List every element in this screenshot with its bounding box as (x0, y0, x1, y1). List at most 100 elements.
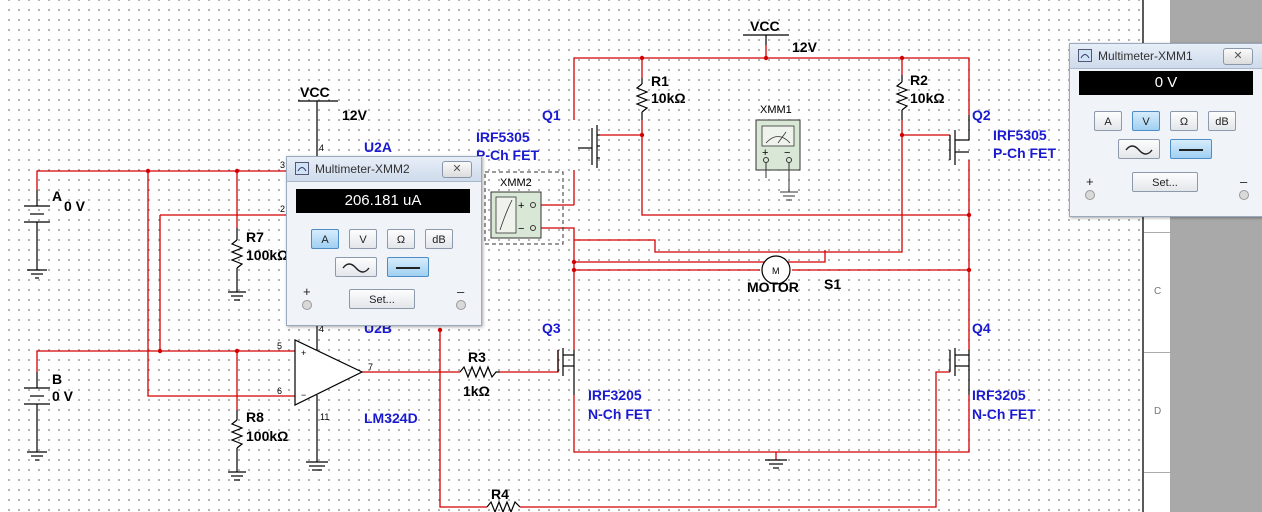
xmm2-label: XMM2 (500, 177, 532, 189)
ohmmeter-mode-button[interactable]: Ω (387, 229, 415, 249)
voltmeter-mode-button[interactable]: V (349, 229, 377, 249)
q2-name: Q2 (972, 107, 991, 123)
pin-3: 3 (280, 160, 285, 170)
r3-value: 1kΩ (463, 383, 490, 399)
source-a-value: 0 V (64, 198, 86, 214)
mosfet-q2-symbol[interactable] (949, 115, 970, 165)
mosfet-q1-symbol[interactable] (578, 125, 600, 168)
decibel-mode-button[interactable]: dB (425, 229, 453, 249)
opamp-plus-sign: + (301, 348, 306, 358)
r3-name: R3 (468, 349, 486, 365)
dc-mode-button[interactable] (387, 257, 429, 277)
minus-terminal-icon[interactable] (1239, 190, 1249, 200)
multimeter-icon (295, 162, 309, 175)
battery-b-symbol[interactable] (24, 372, 50, 461)
q1-name: Q1 (542, 107, 561, 123)
close-icon[interactable]: ✕ (1223, 48, 1253, 65)
settings-button[interactable]: Set... (1132, 172, 1198, 192)
resistor-r7-symbol[interactable] (228, 228, 246, 301)
opamp-part-label: LM324D (364, 410, 418, 426)
q2-type: P-Ch FET (993, 145, 1056, 161)
sine-wave-icon (342, 263, 370, 273)
zone-label-d: D (1154, 406, 1162, 417)
multimeter-xmm1-titlebar[interactable]: Multimeter-XMM1 ✕ (1070, 44, 1262, 69)
q1-type: P-Ch FET (476, 147, 539, 163)
ground-bottom-symbol (765, 459, 787, 469)
motor-symbol[interactable]: M (761, 255, 791, 285)
multimeter-xmm2-titlebar[interactable]: Multimeter-XMM2 ✕ (287, 157, 481, 182)
plus-terminal-label: + (1086, 174, 1094, 189)
junction-dots (145, 55, 972, 354)
dc-line-icon (396, 267, 420, 269)
u2a-label: U2A (364, 139, 392, 155)
r7-name: R7 (246, 229, 264, 245)
schematic-canvas[interactable]: A 0 V B 0 V R7 100kΩ R8 100kΩ VCC 12V U2… (0, 0, 1142, 512)
minus-terminal-label: – (1240, 174, 1248, 189)
dc-line-icon (1179, 149, 1203, 151)
switch-s1-label: S1 (824, 276, 841, 292)
mosfet-q3-symbol[interactable] (557, 348, 575, 395)
settings-button[interactable]: Set... (349, 289, 415, 309)
resistor-r4-symbol[interactable] (486, 500, 521, 512)
ac-mode-button[interactable] (335, 257, 377, 277)
dc-mode-button[interactable] (1170, 139, 1212, 159)
multimeter-xmm2-display: 206.181 uA (296, 189, 470, 213)
zone-label-c: C (1154, 286, 1162, 297)
r4-name: R4 (491, 486, 509, 502)
mosfet-q4-symbol[interactable] (949, 348, 970, 395)
vcc-left-symbol[interactable] (298, 100, 338, 160)
multimeter-icon (1078, 49, 1092, 62)
r2-value: 10kΩ (910, 90, 945, 106)
decibel-mode-button[interactable]: dB (1208, 111, 1236, 131)
vcc-top-symbol[interactable] (743, 34, 789, 45)
schematic-drawing[interactable]: A 0 V B 0 V R7 100kΩ R8 100kΩ VCC 12V U2… (0, 0, 1142, 512)
vcc-top-label: VCC (750, 18, 780, 34)
ammeter-mode-button[interactable]: A (1094, 111, 1122, 131)
xmm1-instrument-symbol[interactable] (755, 119, 801, 201)
ohmmeter-mode-button[interactable]: Ω (1170, 111, 1198, 131)
wire-a-top (36, 170, 290, 190)
opamp-u2b-symbol[interactable] (294, 325, 364, 471)
motor-label: MOTOR (747, 279, 799, 295)
q4-part: IRF3205 (972, 387, 1026, 403)
motor-m-symbol: M (772, 266, 780, 276)
voltmeter-mode-button[interactable]: V (1132, 111, 1160, 131)
q4-name: Q4 (972, 320, 991, 336)
multimeter-xmm1-window[interactable]: Multimeter-XMM1 ✕ 0 V A V Ω dB + Set... … (1069, 43, 1262, 217)
resistor-r3-symbol[interactable] (459, 365, 500, 379)
r8-value: 100kΩ (246, 428, 288, 444)
close-icon[interactable]: ✕ (442, 161, 472, 178)
resistor-r8-symbol[interactable] (228, 410, 246, 481)
pin-6: 6 (277, 386, 282, 396)
battery-a-symbol[interactable] (24, 190, 50, 279)
minus-terminal-label: – (457, 284, 465, 299)
xmm2-instrument-symbol[interactable] (484, 171, 564, 245)
wires[interactable] (36, 45, 970, 508)
multimeter-xmm1-title: Multimeter-XMM1 (1098, 49, 1193, 63)
source-b-name: B (52, 371, 62, 387)
r8-name: R8 (246, 409, 264, 425)
q1-part: IRF5305 (476, 129, 530, 145)
multimeter-xmm2-window[interactable]: Multimeter-XMM2 ✕ 206.181 uA A V Ω dB + … (286, 156, 482, 326)
multimeter-xmm2-title: Multimeter-XMM2 (315, 162, 410, 176)
xmm1-minus: − (784, 147, 790, 159)
plus-terminal-icon[interactable] (302, 300, 312, 310)
pin-5: 5 (277, 341, 282, 351)
xmm2-minus: − (518, 223, 524, 235)
resistor-r2-symbol[interactable] (895, 75, 909, 120)
resistor-r1-symbol[interactable] (635, 78, 649, 120)
minus-terminal-icon[interactable] (456, 300, 466, 310)
sine-wave-icon (1125, 145, 1153, 155)
ammeter-mode-button[interactable]: A (311, 229, 339, 249)
ac-mode-button[interactable] (1118, 139, 1160, 159)
pin-4a: 4 (319, 143, 324, 153)
source-a-name: A (52, 188, 62, 204)
xmm2-plus: + (518, 200, 524, 212)
r1-value: 10kΩ (651, 90, 686, 106)
pin-4b: 4 (319, 324, 324, 334)
vcc-top-value: 12V (792, 39, 818, 55)
xmm1-label: XMM1 (760, 104, 792, 116)
q3-part: IRF3205 (588, 387, 642, 403)
plus-terminal-icon[interactable] (1085, 190, 1095, 200)
plus-terminal-label: + (303, 284, 311, 299)
